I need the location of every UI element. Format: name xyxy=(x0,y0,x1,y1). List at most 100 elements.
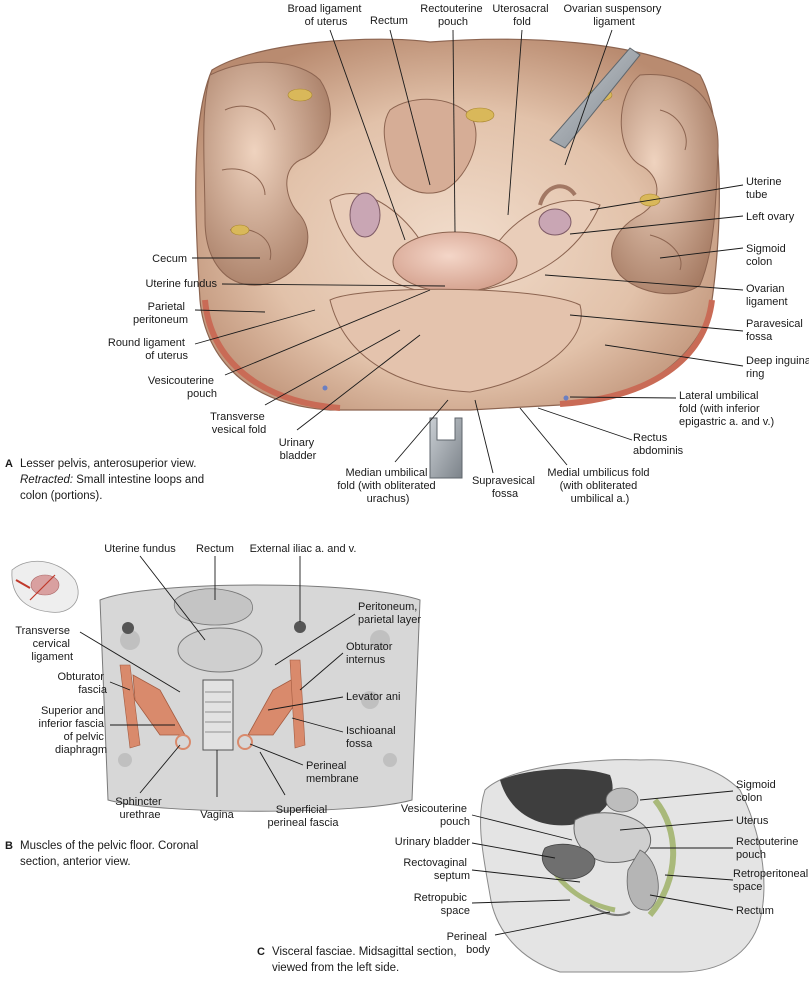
label-uterine-tube: Uterine tube xyxy=(746,176,785,201)
label-parietal-peritoneum: Parietal peritoneum xyxy=(133,301,188,326)
sphincter-left xyxy=(175,734,191,750)
label-uterine-fundus-b: Uterine fundus xyxy=(104,543,176,555)
retractor-upper xyxy=(549,47,641,149)
label-retropubic-space: Retropubic space xyxy=(414,892,470,917)
rectum-b xyxy=(173,588,253,626)
panel-b-illustration xyxy=(11,561,421,812)
label-vagina: Vagina xyxy=(200,809,234,821)
label-uterosacral-fold: Uterosacral fold xyxy=(492,3,551,28)
label-sigmoid-colon-a: Sigmoid colon xyxy=(746,243,789,268)
label-broad-ligament: Broad ligament of uterus xyxy=(287,3,364,28)
panel-b-labels: Uterine fundus Rectum External iliac a. … xyxy=(15,543,421,829)
label-rectum-a: Rectum xyxy=(370,15,408,27)
label-ovarian-ligament: Ovarian ligament xyxy=(746,283,788,308)
label-perineal-membrane: Perineal membrane xyxy=(306,760,359,785)
label-round-ligament: Round ligament of uterus xyxy=(108,337,189,362)
label-cecum: Cecum xyxy=(152,253,187,265)
panel-a-labels: Broad ligament of uterus Rectum Rectoute… xyxy=(108,3,809,505)
sphincter-right xyxy=(237,734,253,750)
levator-ani-left xyxy=(132,674,186,736)
label-rectum-b: Rectum xyxy=(196,543,234,555)
caption-b-line2: section, anterior view. xyxy=(20,856,131,868)
panel-b-leaders xyxy=(79,555,356,797)
fascia-posterior xyxy=(647,798,677,917)
panel-b-caption: B Muscles of the pelvic floor. Coronal s… xyxy=(5,840,198,868)
caption-a-line1: Lesser pelvis, anterosuperior view. xyxy=(20,458,196,470)
caption-a-line2: Retracted: Small intestine loops and xyxy=(20,474,204,486)
label-transverse-vesical-fold: Transverse vesical fold xyxy=(210,411,268,436)
label-superficial-perineal-fascia: Superficial perineal fascia xyxy=(268,804,340,829)
label-urinary-bladder-a: Urinary bladder xyxy=(279,437,318,462)
caption-letter-b: B xyxy=(5,840,13,852)
vessel-left xyxy=(322,385,328,391)
label-uterine-fundus-a: Uterine fundus xyxy=(145,278,217,290)
sigmoid-folds xyxy=(649,109,687,271)
label-external-iliac: External iliac a. and v. xyxy=(250,543,357,555)
rectum-a xyxy=(383,98,477,194)
panel-c-labels: Vesicouterine pouch Urinary bladder Rect… xyxy=(395,779,809,956)
label-lateral-umbilical-fold: Lateral umbilical fold (with inferior ep… xyxy=(679,390,774,428)
panel-c-leaders xyxy=(471,790,734,936)
label-superior-inferior-fascia: Superior and inferior fascia of pelvic d… xyxy=(39,705,107,756)
retractor-lower xyxy=(429,417,463,479)
label-ovarian-suspensory: Ovarian suspensory ligament xyxy=(564,3,665,28)
urinary-bladder-a xyxy=(329,288,582,393)
panel-a-illustration xyxy=(195,38,720,479)
abdominal-wall-right xyxy=(559,299,715,407)
label-retroperitoneal-space: Retroperitoneal space xyxy=(733,868,809,893)
label-paravesical-fossa: Paravesical fossa xyxy=(746,318,806,343)
label-urinary-bladder-c: Urinary bladder xyxy=(395,836,471,848)
label-obturator-fascia: Obturator fascia xyxy=(57,671,107,696)
label-uterus-c: Uterus xyxy=(736,815,769,827)
coronal-section xyxy=(99,584,421,812)
label-sigmoid-colon-c: Sigmoid colon xyxy=(736,779,779,804)
panel-c-caption: C Visceral fasciae. Midsagittal section,… xyxy=(257,946,457,974)
label-peritoneum-parietal: Peritoneum, parietal layer xyxy=(358,601,421,626)
label-ischioanal-fossa: Ischioanal fossa xyxy=(346,725,399,750)
abdominal-wall-left xyxy=(202,299,341,411)
uterus-a xyxy=(392,231,518,293)
panel-b-inset xyxy=(11,561,79,613)
label-rectus-abdominis: Rectus abdominis xyxy=(633,432,684,457)
label-medial-umbilicus-fold: Medial umbilicus fold (with obliterated … xyxy=(547,467,652,505)
label-supravesical-fossa: Supravesical fossa xyxy=(472,475,538,500)
label-rectum-c: Rectum xyxy=(736,905,774,917)
label-levator-ani: Levator ani xyxy=(346,691,400,703)
caption-a-line3: colon (portions). xyxy=(20,490,102,502)
label-rectouterine-pouch-a: Rectouterine pouch xyxy=(420,3,485,28)
caption-b-line1: Muscles of the pelvic floor. Coronal xyxy=(20,840,198,852)
iliac-vessel-left xyxy=(122,622,134,634)
label-deep-inguinal-ring: Deep inguinal ring xyxy=(746,355,809,380)
abdominal-cavity-c xyxy=(500,768,613,826)
caption-c-line2: viewed from the left side. xyxy=(272,962,399,974)
urinary-bladder-c xyxy=(541,843,596,880)
vagina-rugae xyxy=(205,691,231,733)
label-rectouterine-pouch-c: Rectouterine pouch xyxy=(736,836,801,861)
sigmoid-colon-c xyxy=(605,787,639,813)
label-perineal-body: Perineal body xyxy=(447,931,491,956)
caption-letter-a: A xyxy=(5,458,13,470)
label-median-umbilical-fold: Median umbilical fold (with obliterated … xyxy=(337,467,439,505)
vessel-right xyxy=(563,395,569,401)
label-left-ovary: Left ovary xyxy=(746,211,795,223)
label-vesicouterine-pouch-a: Vesicouterine pouch xyxy=(148,375,217,400)
vagina-b xyxy=(202,679,234,751)
label-transverse-cervical: Transverse cervical ligament xyxy=(15,625,73,663)
uterine-tube xyxy=(538,184,577,206)
label-obturator-internus: Obturator internus xyxy=(346,641,396,666)
obturator-internus-left xyxy=(119,664,141,749)
left-ovary xyxy=(538,208,572,236)
perineal-body-c xyxy=(589,904,631,917)
right-ovary xyxy=(349,192,381,238)
uterus-b xyxy=(177,627,263,673)
iliac-vessel-right xyxy=(294,621,306,633)
caption-letter-c: C xyxy=(257,946,265,958)
sigmoid-colon-loops xyxy=(611,73,719,295)
panel-a-caption: A Lesser pelvis, anterosuperior view. Re… xyxy=(5,458,204,502)
panel-a-leaders xyxy=(192,29,744,474)
caption-c-line1: Visceral fasciae. Midsagittal section, xyxy=(272,946,457,958)
label-sphincter-urethrae: Sphincter urethrae xyxy=(115,796,165,821)
label-vesicouterine-pouch-c: Vesicouterine pouch xyxy=(401,803,470,828)
